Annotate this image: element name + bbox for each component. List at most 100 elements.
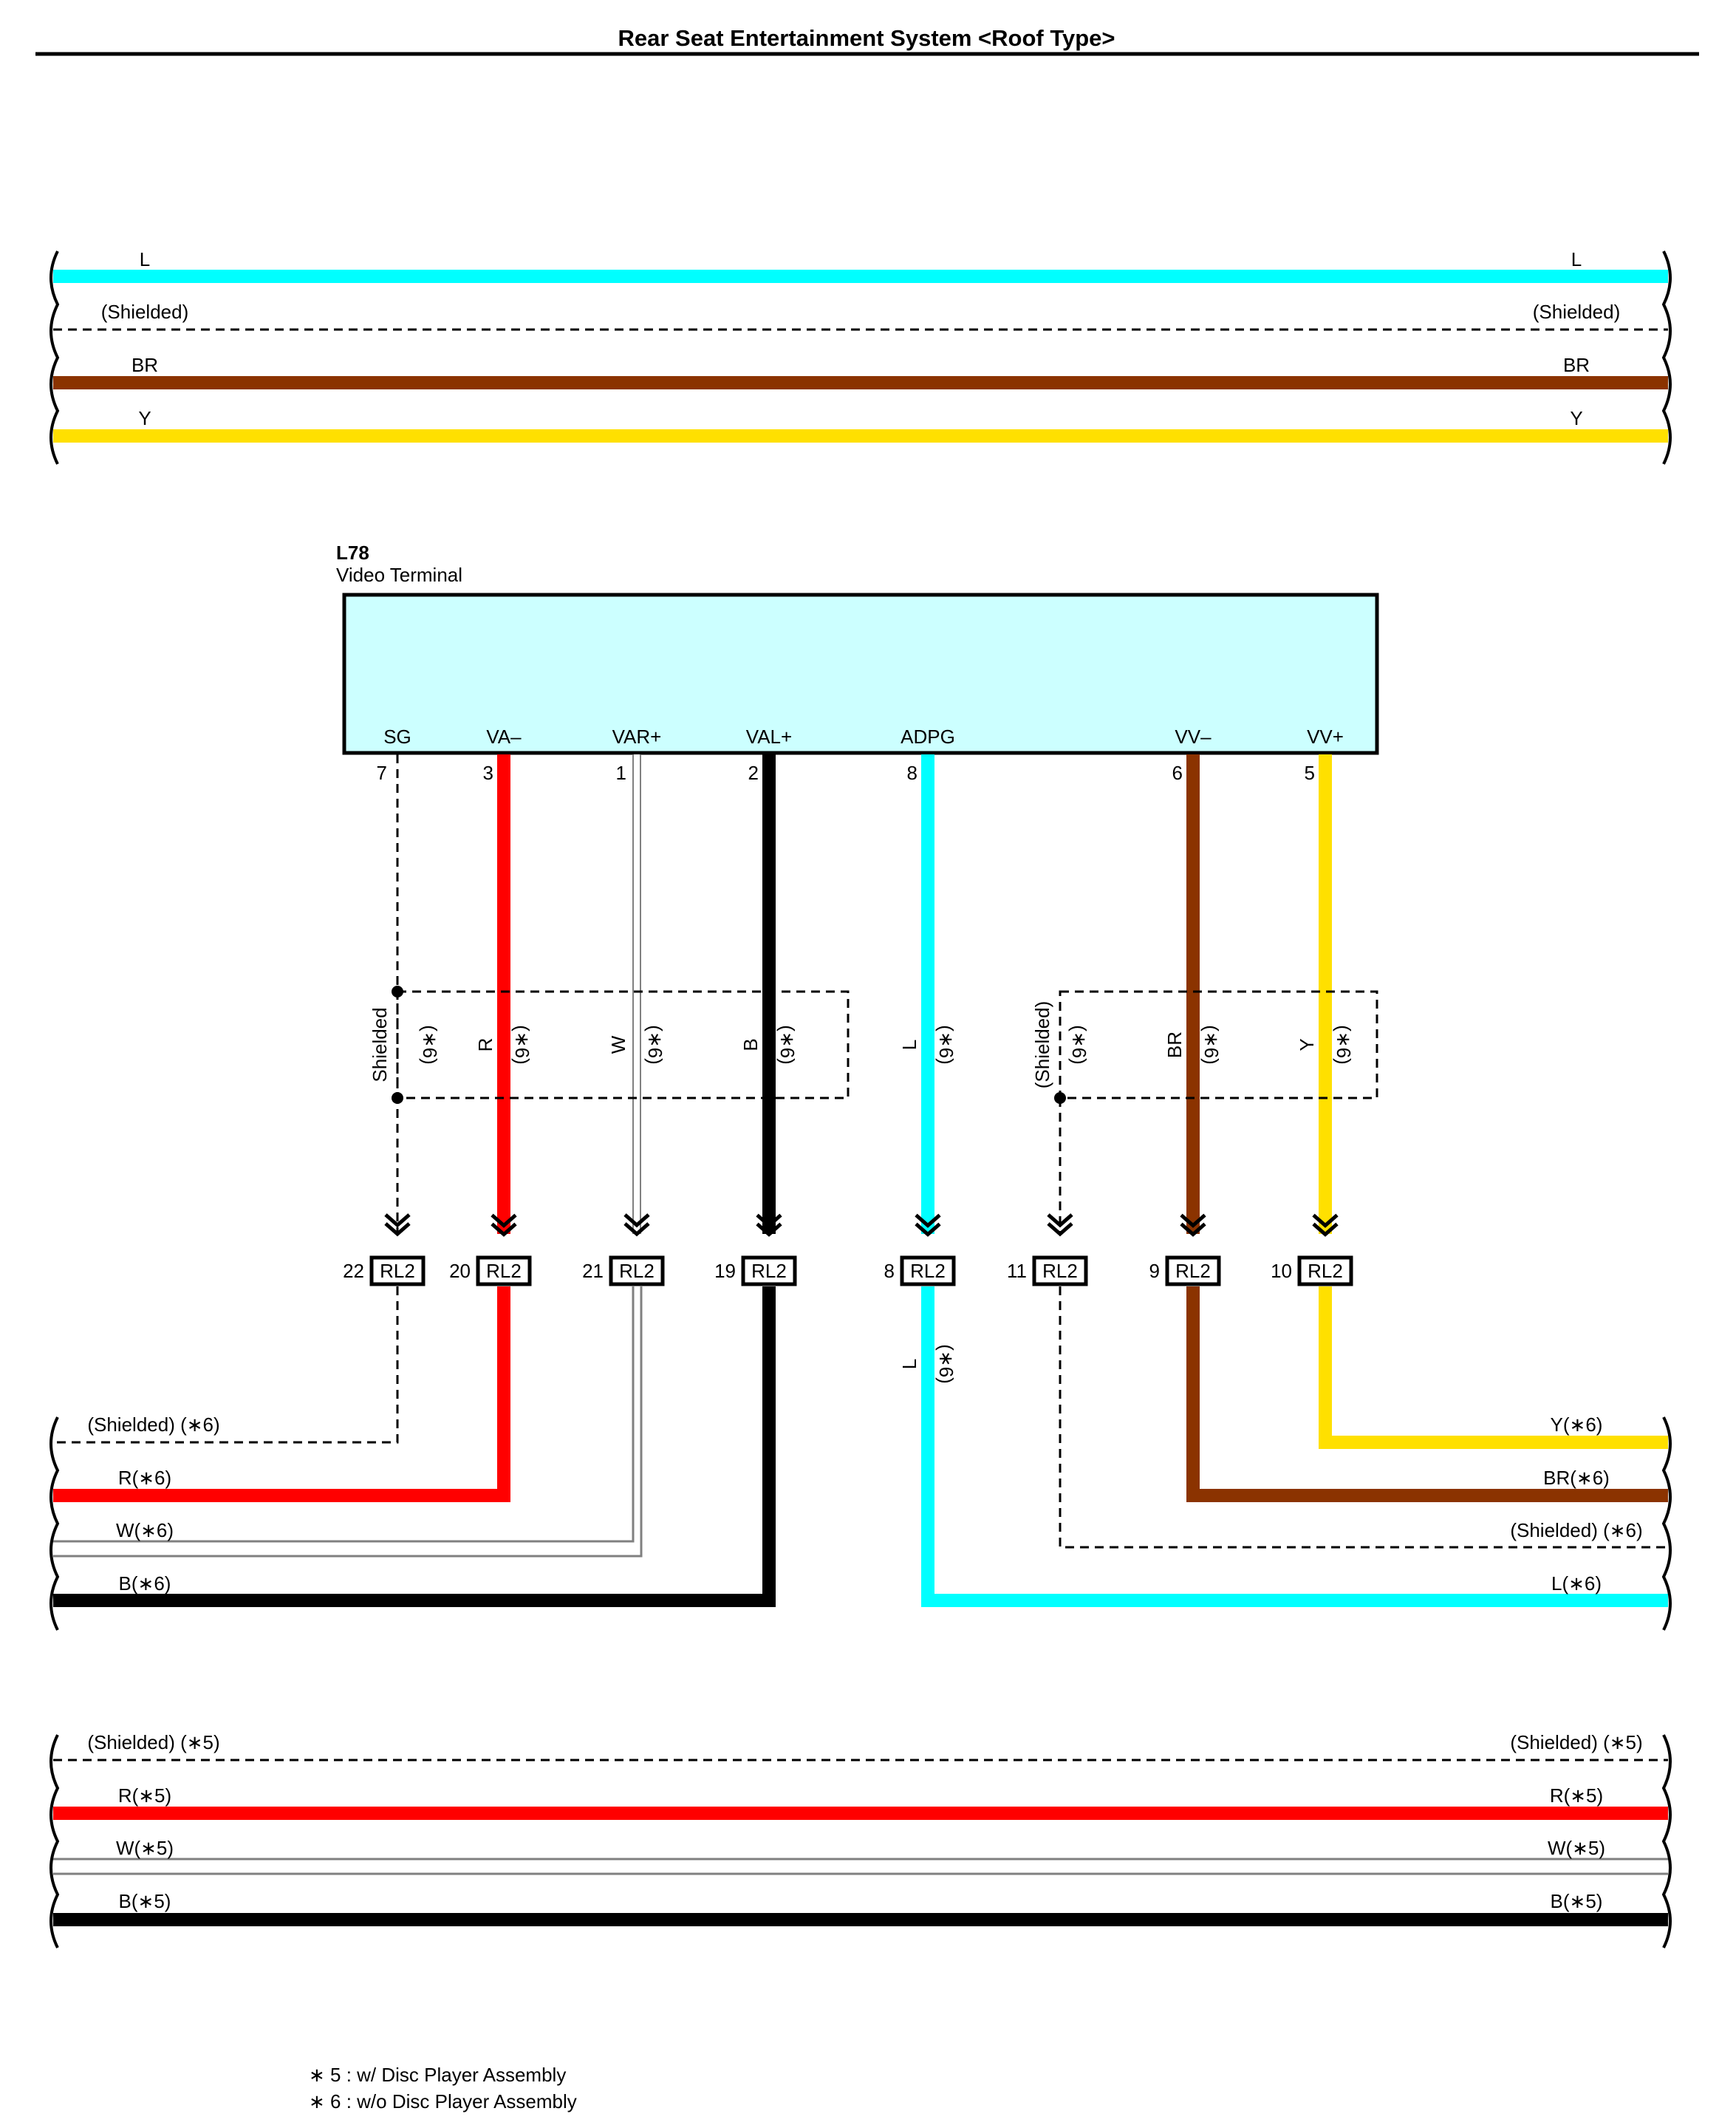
wire-lower-white-b: [53, 1286, 643, 1558]
bottom-label-w-left: W(∗5): [116, 1837, 174, 1859]
bottom-bus-break-right: [1661, 1734, 1672, 1948]
connector-name: RL2: [486, 1260, 522, 1282]
label-right-shield-mark: (∗6): [1068, 1025, 1090, 1065]
pin-name-val-plus: VAL+: [746, 726, 792, 748]
mid-bus-break-left: [49, 1416, 60, 1631]
wire-lower-cyan: [921, 1286, 1668, 1607]
wire-lower-yellow: [1319, 1286, 1668, 1449]
shield-junction-bottom-left: [392, 1092, 403, 1104]
pin-num-1: 1: [616, 762, 626, 784]
pin-labels: SG VA– VAR+ VAL+ ADPG VV– VV+ 7 3 1 2 8 …: [377, 726, 1344, 784]
top-wire-br-label-left: BR: [131, 354, 158, 376]
connector-name: RL2: [380, 1260, 415, 1282]
mid-left-label-b: B(∗6): [119, 1572, 171, 1595]
mid-right-label-l: L(∗6): [1551, 1572, 1602, 1595]
pin-num-7: 7: [377, 762, 387, 784]
wire-lower-shielded-right: [1059, 1286, 1668, 1549]
label-val-mark: (∗6): [776, 1025, 799, 1065]
mid-right-label-y: Y(∗6): [1551, 1413, 1603, 1436]
bottom-bus-break-left: [49, 1734, 60, 1948]
connector-rl2-21: RL2 21: [582, 1255, 665, 1286]
connector-name: RL2: [619, 1260, 655, 1282]
wire-lower-black: [53, 1286, 776, 1607]
component-name: Video Terminal: [336, 564, 462, 586]
vertical-wires: [384, 754, 1339, 1237]
label-var-mark: (∗6): [644, 1025, 666, 1065]
pin-num-5: 5: [1305, 762, 1315, 784]
label-vv-plus-mark: (∗6): [1333, 1025, 1355, 1065]
top-wire-l-label-right: L: [1571, 248, 1582, 270]
pin-num-8: 8: [907, 762, 917, 784]
connector-name: RL2: [1308, 1260, 1343, 1282]
note-disc-player-with: ∗ 5 : w/ Disc Player Assembly: [309, 2064, 566, 2086]
bottom-label-r-right: R(∗5): [1550, 1784, 1603, 1807]
component-code: L78: [336, 542, 369, 564]
shield-junction-right: [1054, 1092, 1066, 1104]
top-wire-y-label-left: Y: [138, 407, 151, 429]
connector-name: RL2: [1175, 1260, 1211, 1282]
label-adpg-wire: L: [898, 1040, 920, 1050]
label-var-wire: W: [607, 1035, 629, 1054]
pin-name-vv-plus: VV+: [1307, 726, 1344, 748]
connector-rl2-8: RL2 8: [884, 1255, 956, 1286]
connector-rl2-11: RL2 11: [1007, 1255, 1088, 1286]
pin-name-adpg: ADPG: [901, 726, 955, 748]
connector-num: 20: [449, 1260, 471, 1282]
connector-num: 21: [582, 1260, 604, 1282]
bottom-label-shielded-left: (Shielded) (∗5): [87, 1731, 219, 1753]
top-bus-break-right: [1661, 250, 1672, 465]
pin-name-va-minus: VA–: [486, 726, 522, 748]
label-right-shielded: (Shielded): [1031, 1001, 1053, 1089]
label-sg-mark: (∗6): [419, 1025, 441, 1065]
label-adpg-mark: (∗6): [935, 1025, 957, 1065]
mid-right-label-shielded: (Shielded) (∗6): [1510, 1519, 1642, 1541]
connector-rl2-9: RL2 9: [1149, 1255, 1221, 1286]
connector-rl2-20: RL2 20: [449, 1255, 532, 1286]
connector-name: RL2: [751, 1260, 787, 1282]
wire-lower-red: [53, 1286, 510, 1502]
label-val-wire: B: [739, 1038, 762, 1051]
connector-name: RL2: [1042, 1260, 1078, 1282]
top-wire-y-label-right: Y: [1570, 407, 1582, 429]
label-below-8-mark: (∗6): [935, 1344, 957, 1384]
mid-bus-break-right: [1661, 1416, 1672, 1631]
wire-lower-brown: [1186, 1286, 1668, 1502]
pin-num-2: 2: [748, 762, 759, 784]
connector-num: 8: [884, 1260, 895, 1282]
label-va-mark: (∗6): [511, 1025, 533, 1065]
bottom-label-shielded-right: (Shielded) (∗5): [1510, 1731, 1642, 1753]
label-sg-shielded: Shielded: [369, 1007, 391, 1082]
bottom-bus: (Shielded) (∗5) (Shielded) (∗5) R(∗5) R(…: [49, 1731, 1672, 1948]
top-wire-shielded-label-left: (Shielded): [101, 301, 189, 323]
connector-num: 19: [714, 1260, 736, 1282]
label-vv-plus-wire: Y: [1296, 1038, 1318, 1051]
label-va-wire: R: [474, 1038, 496, 1052]
bottom-label-b-right: B(∗5): [1551, 1890, 1603, 1912]
shield-box-left: [396, 990, 850, 1099]
wire-lower-shielded-left: [53, 1286, 399, 1444]
bottom-label-r-left: R(∗5): [118, 1784, 171, 1807]
top-wire-br-label-right: BR: [1563, 354, 1590, 376]
bottom-label-w-right: W(∗5): [1548, 1837, 1605, 1859]
connector-rl2-10: RL2 10: [1271, 1255, 1353, 1286]
pin-name-var-plus: VAR+: [612, 726, 662, 748]
bottom-label-b-left: B(∗5): [119, 1890, 171, 1912]
pin-num-3: 3: [483, 762, 493, 784]
top-bus-break-left: [49, 250, 60, 465]
top-wire-l-label-left: L: [140, 248, 150, 270]
connector-num: 10: [1271, 1260, 1292, 1282]
label-vv-minus-wire: BR: [1163, 1031, 1186, 1058]
note-disc-player-without: ∗ 6 : w/o Disc Player Assembly: [309, 2090, 577, 2112]
mid-left-label-r: R(∗6): [118, 1467, 171, 1489]
label-below-8-wire: L: [898, 1359, 920, 1369]
page-title: Rear Seat Entertainment System <Roof Typ…: [618, 25, 1115, 51]
rl2-connectors: RL2 22 RL2 20 RL2 21 RL2 19 RL2 8 RL2 11: [343, 1255, 1353, 1286]
top-wire-shielded-label-right: (Shielded): [1533, 301, 1621, 323]
mid-left-label-shielded: (Shielded) (∗6): [87, 1413, 219, 1436]
rotated-wire-labels: Shielded (∗6) R (∗6) W (∗6) B (∗6) L (∗6…: [369, 1001, 1355, 1089]
video-terminal-box: [342, 593, 1379, 755]
mid-right-label-br: BR(∗6): [1543, 1467, 1610, 1489]
connector-num: 9: [1149, 1260, 1160, 1282]
wire-lower-white-a: [53, 1286, 635, 1543]
